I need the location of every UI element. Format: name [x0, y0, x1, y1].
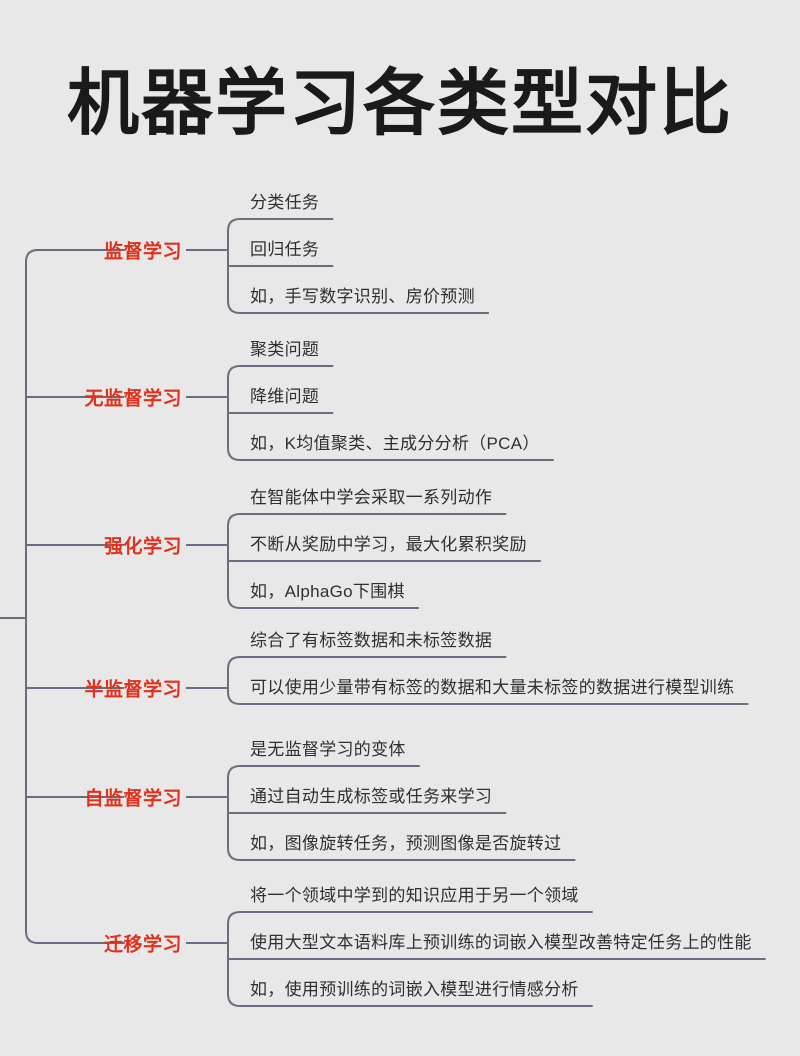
sub-item-5-2[interactable]: 通过自动生成标签或任务来学习 [250, 787, 493, 806]
sub-item-3-3[interactable]: 如，AlphaGo下围棋 [250, 582, 405, 601]
sub-item-4-2[interactable]: 可以使用少量带有标签的数据和大量未标签的数据进行模型训练 [250, 678, 735, 697]
branch-label-1[interactable]: 监督学习 [103, 241, 182, 263]
branch-label-3[interactable]: 强化学习 [103, 536, 182, 558]
sub-item-4-1[interactable]: 综合了有标签数据和未标签数据 [250, 631, 493, 650]
sub-item-6-3[interactable]: 如，使用预训练的词嵌入模型进行情感分析 [250, 980, 579, 999]
sub-item-5-3[interactable]: 如，图像旋转任务，预测图像是否旋转过 [250, 834, 562, 853]
branch-label-5[interactable]: 自监督学习 [84, 788, 182, 810]
branch-label-2[interactable]: 无监督学习 [84, 388, 182, 410]
sub-item-1-1[interactable]: 分类任务 [250, 193, 320, 212]
sub-item-1-3[interactable]: 如，手写数字识别、房价预测 [250, 287, 475, 306]
branch-label-4[interactable]: 半监督学习 [84, 679, 182, 701]
sub-item-1-2[interactable]: 回归任务 [250, 240, 320, 259]
sub-item-3-2[interactable]: 不断从奖励中学习，最大化累积奖励 [250, 535, 527, 554]
sub-item-6-2[interactable]: 使用大型文本语料库上预训练的词嵌入模型改善特定任务上的性能 [250, 933, 752, 952]
sub-item-3-1[interactable]: 在智能体中学会采取一系列动作 [250, 488, 493, 507]
sub-item-2-3[interactable]: 如，K均值聚类、主成分分析（PCA） [250, 434, 540, 453]
page-title: 机器学习各类型对比 [66, 64, 733, 144]
sub-item-6-1[interactable]: 将一个领域中学到的知识应用于另一个领域 [250, 886, 579, 905]
sub-item-2-1[interactable]: 聚类问题 [250, 340, 320, 359]
branch-label-6[interactable]: 迁移学习 [103, 934, 182, 956]
sub-item-5-1[interactable]: 是无监督学习的变体 [250, 740, 406, 759]
sub-item-2-2[interactable]: 降维问题 [250, 387, 320, 406]
